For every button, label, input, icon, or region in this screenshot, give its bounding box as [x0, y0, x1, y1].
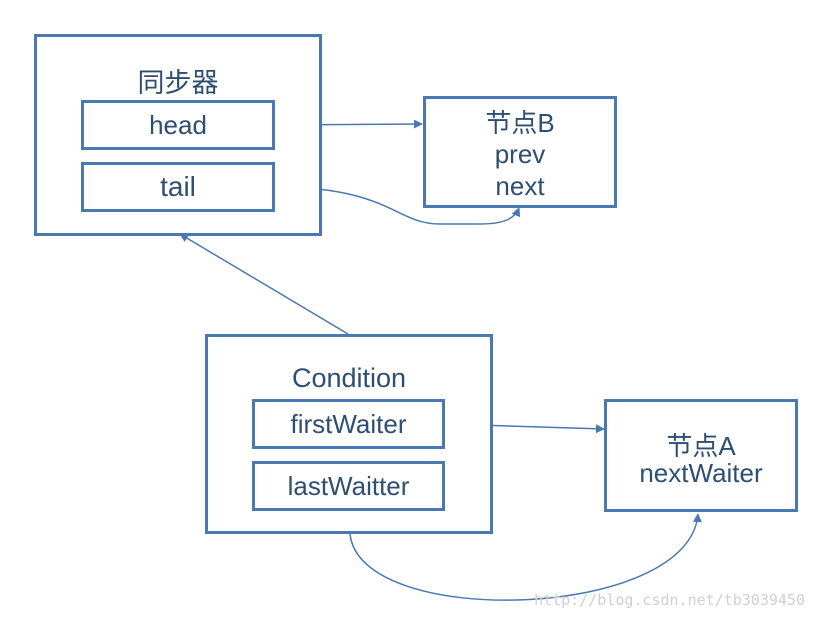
nodeA-nextWaiter: nextWaiter	[639, 458, 763, 488]
nodeB-title: 节点B	[485, 108, 555, 138]
tail-field: tail	[81, 162, 275, 212]
nodeA-box: 节点A nextWaiter	[604, 399, 798, 512]
condition-to-sync-arrow	[179, 233, 349, 335]
watermark-text: http://blog.csdn.net/tb3039450	[534, 591, 805, 609]
condition-title: Condition	[291, 363, 407, 393]
nodeA-title: 节点A	[666, 431, 736, 461]
lastWaitter-to-nodeA-arrow	[349, 513, 702, 601]
synchronizer-title: 同步器	[137, 68, 219, 98]
firstWaiter-field: firstWaiter	[252, 399, 445, 449]
lastWaitter-field: lastWaitter	[252, 461, 445, 511]
nodeB-box: 节点B prev next	[423, 96, 617, 208]
nodeB-prev: prev	[494, 139, 546, 169]
nodeB-next: next	[495, 171, 545, 201]
tail-to-nodeB-arrow	[274, 186, 521, 225]
head-field: head	[81, 100, 275, 150]
